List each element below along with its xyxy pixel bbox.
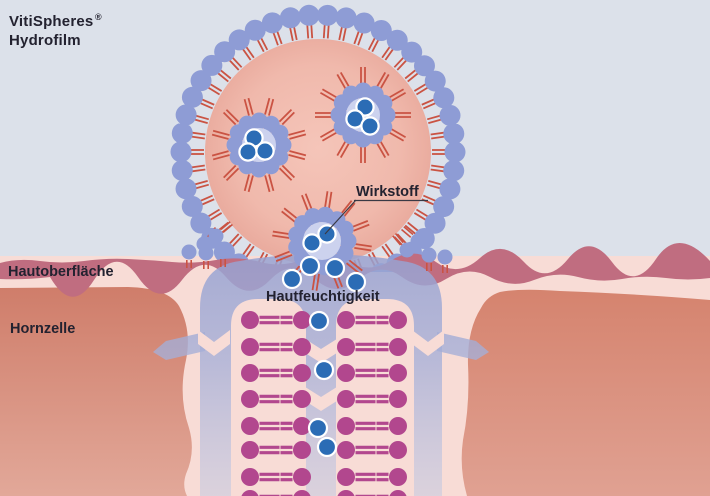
title-registered-mark: ® bbox=[95, 12, 102, 22]
moisture-dots bbox=[281, 255, 367, 458]
micelle bbox=[315, 67, 411, 163]
label-hornzelle: Hornzelle bbox=[10, 321, 75, 337]
label-wirkstoff: Wirkstoff bbox=[356, 184, 419, 200]
title-brand: VitiSpheres bbox=[9, 13, 93, 30]
label-hautoberflaeche: Hautoberfläche bbox=[8, 264, 114, 280]
micelle bbox=[272, 191, 372, 291]
loose-lipids bbox=[181, 221, 453, 273]
corneocyte-right bbox=[461, 289, 710, 496]
micelles bbox=[211, 67, 411, 291]
wirkstoff-leader-line bbox=[324, 199, 357, 235]
corneocyte-left bbox=[0, 287, 192, 496]
skin-lipid-grid bbox=[241, 311, 407, 496]
vesicle-membrane-heads bbox=[170, 4, 466, 272]
micelle bbox=[211, 97, 307, 193]
title-product: Hydrofilm bbox=[9, 32, 81, 49]
label-hautfeuchtigkeit: Hautfeuchtigkeit bbox=[266, 289, 380, 305]
